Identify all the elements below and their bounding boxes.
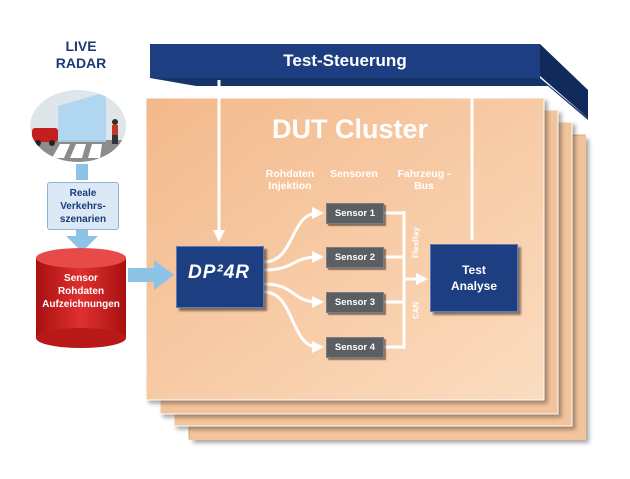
sensor-1-box: Sensor 1: [326, 203, 384, 224]
column-header-sensors: Sensoren: [330, 168, 378, 180]
column-header-vehicle-bus: Fahrzeug - Bus: [397, 168, 451, 192]
dp-box: [176, 246, 264, 308]
dp-label: DP²4R: [187, 262, 250, 283]
input-flow-arrows: [66, 164, 174, 290]
test-control-label: Test-Steuerung: [283, 51, 407, 70]
test-control-bar: [150, 44, 588, 120]
live-radar-label: LIVE RADAR: [55, 38, 107, 71]
recordings-label: Sensor Rohdaten Aufzeichnungen: [42, 273, 120, 310]
can-label: CAN: [411, 301, 421, 320]
bus-lines: [384, 211, 428, 349]
recordings-cylinder: [36, 248, 126, 348]
traffic-scenarios-box: Reale Verkehrs- szenarien: [47, 182, 119, 230]
sensor-2-box: Sensor 2: [326, 247, 384, 268]
dut-cluster-title: DUT Cluster: [271, 114, 428, 144]
column-header-raw-injection: Rohdaten Injektion: [265, 168, 315, 192]
test-analysis-box: Test Analyse: [430, 244, 518, 312]
flexray-label: FlexRay: [411, 227, 421, 258]
live-radar-scene-image: [30, 90, 126, 162]
sensor-3-box: Sensor 3: [326, 292, 384, 313]
injection-curves: [263, 207, 324, 353]
sensor-4-box: Sensor 4: [326, 337, 384, 358]
